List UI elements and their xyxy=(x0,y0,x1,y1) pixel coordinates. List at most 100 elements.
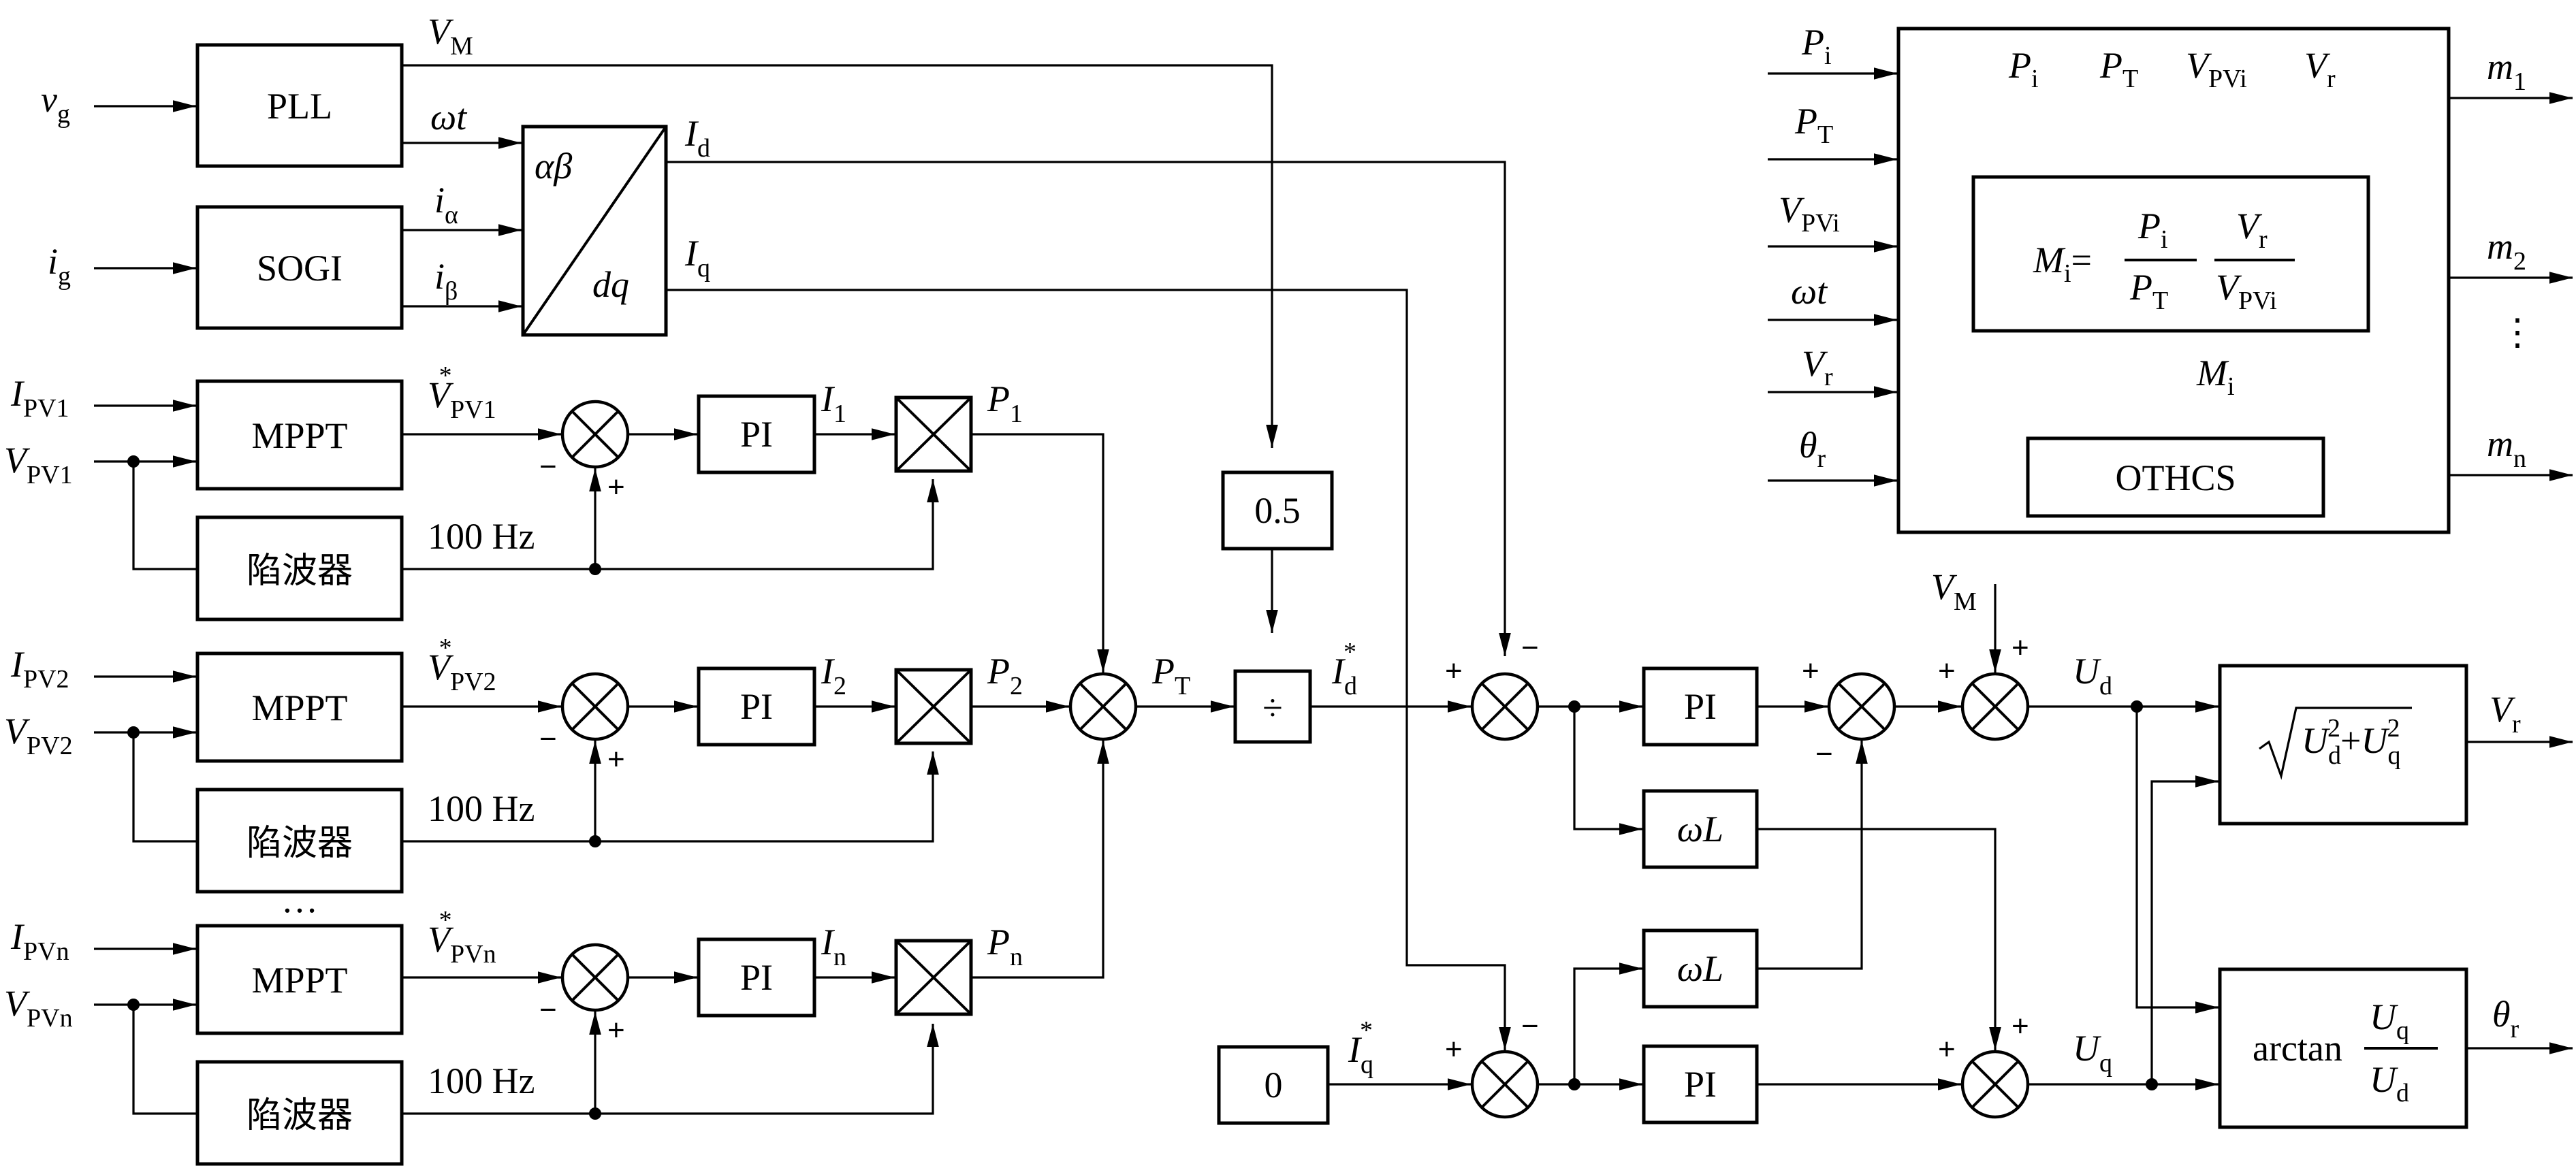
pi-block-1: PI xyxy=(697,394,816,474)
voltage-summing-junction-1 xyxy=(560,400,630,469)
svg-text:+: + xyxy=(607,743,625,776)
svg-text:陷波器: 陷波器 xyxy=(247,551,353,592)
svg-text:m1: m1 xyxy=(2487,46,2526,96)
junction-signs: − + − + − + + − + − + + + − + + xyxy=(539,450,2029,1066)
svg-text:ωL: ωL xyxy=(1677,809,1723,849)
magnitude-block: Ud2+Uq2 xyxy=(2218,664,2468,826)
svg-text:⋮: ⋮ xyxy=(2499,312,2536,353)
svg-text:VPVn*: VPVn* xyxy=(428,906,496,969)
svg-text:iα: iα xyxy=(434,180,458,229)
omega-l-block-d: ωL xyxy=(1642,789,1759,869)
svg-text:0: 0 xyxy=(1265,1065,1283,1105)
mppt-block-n: MPPT xyxy=(195,924,404,1035)
svg-text:100 Hz: 100 Hz xyxy=(428,516,535,557)
svg-text:Ud: Ud xyxy=(2073,651,2112,700)
svg-text:+: + xyxy=(1938,1033,1956,1066)
svg-text:PI: PI xyxy=(1684,1064,1717,1105)
svg-text:vg: vg xyxy=(41,79,70,129)
svg-text:ωL: ωL xyxy=(1677,948,1723,989)
svg-text:ωt: ωt xyxy=(1791,271,1828,312)
svg-text:PI: PI xyxy=(1684,686,1717,727)
svg-text:In: In xyxy=(821,922,846,971)
svg-text:dq: dq xyxy=(592,264,629,305)
svg-text:SOGI: SOGI xyxy=(257,248,343,289)
svg-text:Mi=: Mi= xyxy=(2033,240,2092,288)
svg-text:VPVi: VPVi xyxy=(1779,189,1840,238)
svg-text:VPV1*: VPV1* xyxy=(428,361,496,424)
junction-dots xyxy=(127,455,2158,1120)
svg-text:+: + xyxy=(1802,654,1819,687)
svg-text:MPPT: MPPT xyxy=(251,415,347,456)
d-current-error-junction xyxy=(1470,672,1540,741)
svg-text:+: + xyxy=(1445,654,1463,687)
svg-text:−: − xyxy=(1815,737,1833,771)
svg-text:Iq: Iq xyxy=(684,233,710,282)
q-current-error-junction xyxy=(1470,1050,1540,1119)
svg-text:100 Hz: 100 Hz xyxy=(428,788,535,829)
magnitude-formula: Ud2+Uq2 xyxy=(2302,714,2400,770)
svg-text:VPV2: VPV2 xyxy=(4,711,73,760)
svg-text:Pn: Pn xyxy=(987,922,1023,971)
svg-text:VPVn: VPVn xyxy=(4,983,73,1033)
svg-text:+: + xyxy=(2011,631,2029,664)
svg-text:arctan: arctan xyxy=(2253,1028,2342,1069)
signal-wires xyxy=(94,64,2573,1115)
svg-text:−: − xyxy=(539,450,557,483)
svg-text:÷: ÷ xyxy=(1262,687,1283,728)
svg-text:PI: PI xyxy=(740,686,773,727)
svg-text:PI: PI xyxy=(740,414,773,455)
mppt-block-2: MPPT xyxy=(195,651,404,763)
multiplier-block-n xyxy=(894,939,973,1016)
pi-block-d: PI xyxy=(1642,666,1759,747)
svg-text:+: + xyxy=(607,470,625,504)
svg-text:VM: VM xyxy=(428,11,473,61)
zero-reference-block: 0 xyxy=(1217,1045,1330,1125)
svg-text:0.5: 0.5 xyxy=(1254,490,1301,531)
svg-text:VPV2*: VPV2* xyxy=(428,634,496,696)
multiplier-block-2 xyxy=(894,668,973,745)
notch-filter-block-1: 陷波器 xyxy=(195,515,404,621)
svg-text:PLL: PLL xyxy=(267,86,332,127)
svg-text:ωt: ωt xyxy=(430,97,468,137)
svg-text:…: … xyxy=(281,879,318,920)
svg-text:PT: PT xyxy=(1151,651,1190,700)
svg-text:I2: I2 xyxy=(821,651,846,700)
svg-text:PT: PT xyxy=(1794,101,1833,149)
svg-text:陷波器: 陷波器 xyxy=(247,823,353,864)
pll-block: PLL xyxy=(195,43,404,168)
svg-text:θr: θr xyxy=(2492,994,2519,1043)
decoupling-junction-q xyxy=(1960,1050,2030,1119)
svg-text:+: + xyxy=(2011,1009,2029,1043)
svg-text:αβ: αβ xyxy=(535,146,572,187)
othcs-block: OTHCS xyxy=(2026,436,2325,518)
svg-text:VPV1: VPV1 xyxy=(4,440,73,489)
svg-text:θr: θr xyxy=(1799,425,1826,473)
svg-text:+: + xyxy=(1938,654,1956,687)
feedforward-junction-d xyxy=(1960,672,2030,741)
omega-l-block-q: ωL xyxy=(1642,928,1759,1009)
svg-text:Vr: Vr xyxy=(1802,343,1833,391)
divider-block: ÷ xyxy=(1233,669,1312,744)
svg-text:IPV2: IPV2 xyxy=(10,644,69,694)
pi-block-n: PI xyxy=(697,937,816,1018)
svg-text:Pi: Pi xyxy=(1801,22,1832,70)
svg-text:+: + xyxy=(1445,1033,1463,1066)
pi-block-2: PI xyxy=(697,666,816,747)
voltage-summing-junction-2 xyxy=(560,672,630,741)
svg-text:Iq*: Iq* xyxy=(1348,1016,1373,1079)
svg-text:陷波器: 陷波器 xyxy=(247,1095,353,1136)
svg-text:mn: mn xyxy=(2487,423,2526,473)
notch-filter-block-2: 陷波器 xyxy=(195,788,404,894)
svg-text:MPPT: MPPT xyxy=(251,960,347,1001)
abc-dq-transform-block: αβ dq xyxy=(521,125,668,337)
svg-text:IPV1: IPV1 xyxy=(10,373,69,423)
svg-text:−: − xyxy=(1521,631,1539,664)
svg-text:Vr: Vr xyxy=(2236,206,2268,254)
angle-block: arctan Uq Ud xyxy=(2218,967,2468,1129)
svg-text:IPVn: IPVn xyxy=(10,916,69,966)
decoupling-junction-d xyxy=(1827,672,1896,741)
svg-text:MPPT: MPPT xyxy=(251,687,347,728)
svg-text:VM: VM xyxy=(1931,566,1977,616)
power-summing-junction xyxy=(1068,672,1138,741)
